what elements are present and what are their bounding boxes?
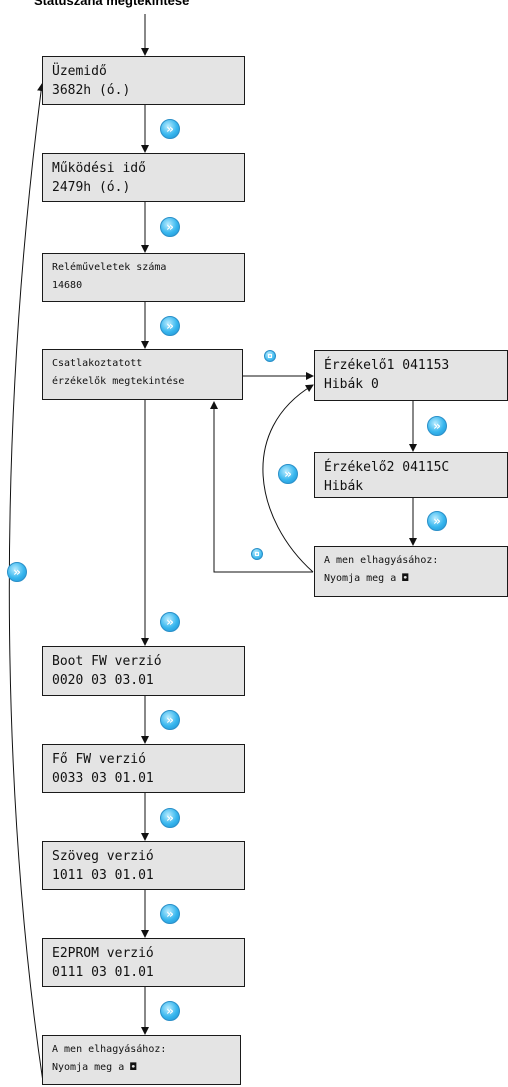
szoveg-label: Szöveg verzió xyxy=(52,849,154,864)
box-exit-right: A men elhagyásához: Nyomja meg a ◘ xyxy=(314,546,508,597)
ok-button-icon xyxy=(264,350,276,362)
e2prom-label: E2PROM verzió xyxy=(52,946,154,961)
box-exit-bottom: A men elhagyásához: Nyomja meg a ◘ xyxy=(42,1035,241,1085)
ok-button-icon xyxy=(251,548,263,560)
next-button-icon: » xyxy=(160,904,180,924)
fo-value: 0033 03 01.01 xyxy=(52,771,154,786)
next-button-icon: » xyxy=(427,511,447,531)
next-button-icon: » xyxy=(160,119,180,139)
rele-label: Reléműveletek száma xyxy=(52,262,167,273)
next-button-icon: » xyxy=(7,562,27,582)
box-csatlakoztatott-erzekelok: Csatlakoztatott érzékelők megtekintése xyxy=(42,349,243,400)
exit-right-line2: Nyomja meg a ◘ xyxy=(324,573,409,584)
box-boot-fw: Boot FW verzió 0020 03 03.01 xyxy=(42,646,245,696)
box-uzemido: Üzemidő 3682h (ó.) xyxy=(42,56,245,105)
next-button-icon: » xyxy=(160,612,180,632)
box-erzekelo1: Érzékelő1 041153 Hibák 0 xyxy=(314,350,508,401)
szoveg-value: 1011 03 01.01 xyxy=(52,868,154,883)
box-mukodesi-ido: Működési idő 2479h (ó.) xyxy=(42,153,245,202)
diagram-title: Státuszána megtekintése xyxy=(34,0,190,8)
e2prom-value: 0111 03 01.01 xyxy=(52,965,154,980)
next-button-icon: » xyxy=(427,416,447,436)
next-button-icon: » xyxy=(160,217,180,237)
erzekelo1-value: Hibák 0 xyxy=(324,377,379,392)
rele-value: 14680 xyxy=(52,280,83,291)
fo-label: Fő FW verzió xyxy=(52,752,146,767)
next-button-icon: » xyxy=(160,1001,180,1021)
next-button-icon: » xyxy=(160,316,180,336)
erzekelo2-value: Hibák xyxy=(324,479,364,494)
box-e2prom: E2PROM verzió 0111 03 01.01 xyxy=(42,938,245,987)
exit-bottom-line1: A men elhagyásához: xyxy=(52,1044,167,1055)
box-releműveletek: Reléműveletek száma 14680 xyxy=(42,253,245,302)
boot-value: 0020 03 03.01 xyxy=(52,673,154,688)
erzekelo2-label: Érzékelő2 04115C xyxy=(324,460,450,475)
uzemido-value: 3682h (ó.) xyxy=(52,83,131,98)
csatlakoztatott-line2: érzékelők megtekintése xyxy=(52,376,185,387)
next-button-icon: » xyxy=(278,464,298,484)
box-erzekelo2: Érzékelő2 04115C Hibák xyxy=(314,452,508,498)
next-button-icon: » xyxy=(160,710,180,730)
boot-label: Boot FW verzió xyxy=(52,654,162,669)
mukodesi-value: 2479h (ó.) xyxy=(52,180,131,195)
csatlakoztatott-line1: Csatlakoztatott xyxy=(52,358,143,369)
mukodesi-label: Működési idő xyxy=(52,161,146,176)
box-szoveg: Szöveg verzió 1011 03 01.01 xyxy=(42,841,245,890)
exit-right-line1: A men elhagyásához: xyxy=(324,555,439,566)
next-button-icon: » xyxy=(160,808,180,828)
box-fo-fw: Fő FW verzió 0033 03 01.01 xyxy=(42,744,245,793)
exit-bottom-line2: Nyomja meg a ◘ xyxy=(52,1062,137,1073)
erzekelo1-label: Érzékelő1 041153 xyxy=(324,358,450,373)
uzemido-label: Üzemidő xyxy=(52,64,107,79)
